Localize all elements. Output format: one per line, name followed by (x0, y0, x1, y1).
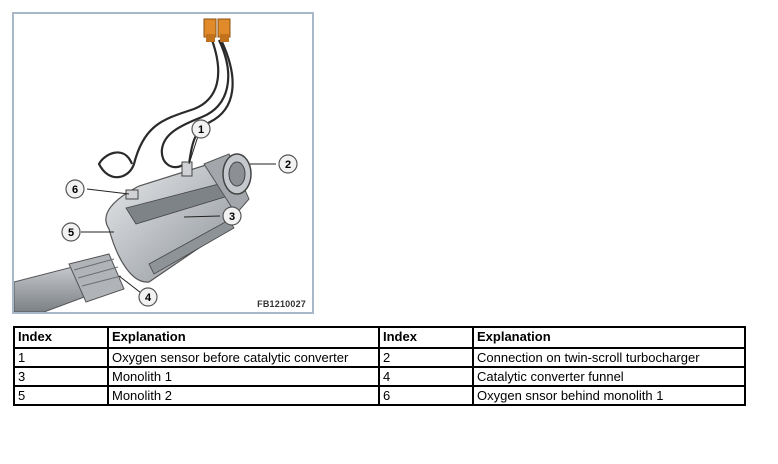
orange-connectors (203, 18, 231, 42)
header-index-2: Index (378, 326, 474, 349)
callout-4 (138, 287, 158, 307)
cell-index: 2 (378, 347, 474, 368)
cell-explanation: Monolith 1 (107, 366, 380, 387)
callout-2 (278, 154, 298, 174)
converter-body (105, 163, 238, 283)
callout-label-1: 1 (198, 124, 204, 136)
inlet-pipe (14, 253, 125, 312)
header-index-1: Index (13, 326, 109, 349)
table-row: 3 Monolith 1 4 Catalytic converter funne… (13, 366, 746, 387)
callout-1 (191, 119, 211, 139)
sensor-wiring (97, 39, 234, 179)
callout-label-3: 3 (229, 211, 235, 223)
callout-6 (65, 179, 85, 199)
cell-index: 6 (378, 385, 474, 406)
legend-table: Index Explanation Index Explanation 1 Ox… (13, 326, 746, 406)
cell-index: 1 (13, 347, 109, 368)
table-header-row: Index Explanation Index Explanation (13, 326, 746, 349)
cell-index: 3 (13, 366, 109, 387)
catalytic-converter-figure: 1 2 3 4 5 6 FB1210027 (12, 12, 314, 314)
callout-label-5: 5 (68, 227, 74, 239)
table-row: 5 Monolith 2 6 Oxygen snsor behind monol… (13, 385, 746, 406)
converter-funnel (203, 153, 252, 215)
cell-explanation: Catalytic converter funnel (472, 366, 746, 387)
callout-label-6: 6 (72, 184, 78, 196)
header-explanation-2: Explanation (472, 326, 746, 349)
callout-5 (61, 222, 81, 242)
cell-explanation: Monolith 2 (107, 385, 380, 406)
callout-label-4: 4 (145, 292, 152, 304)
cell-index: 5 (13, 385, 109, 406)
figure-code: FB1210027 (257, 299, 306, 309)
header-explanation-1: Explanation (107, 326, 380, 349)
callout-label-2: 2 (285, 159, 291, 171)
callout-3 (222, 206, 242, 226)
cell-index: 4 (378, 366, 474, 387)
oxygen-sensors (125, 161, 193, 200)
catalytic-converter-illustration: 1 2 3 4 5 6 (14, 18, 298, 312)
cell-explanation: Oxygen sensor before catalytic converter (107, 347, 380, 368)
cell-explanation: Connection on twin-scroll turbocharger (472, 347, 746, 368)
table-row: 1 Oxygen sensor before catalytic convert… (13, 347, 746, 368)
cell-explanation: Oxygen snsor behind monolith 1 (472, 385, 746, 406)
